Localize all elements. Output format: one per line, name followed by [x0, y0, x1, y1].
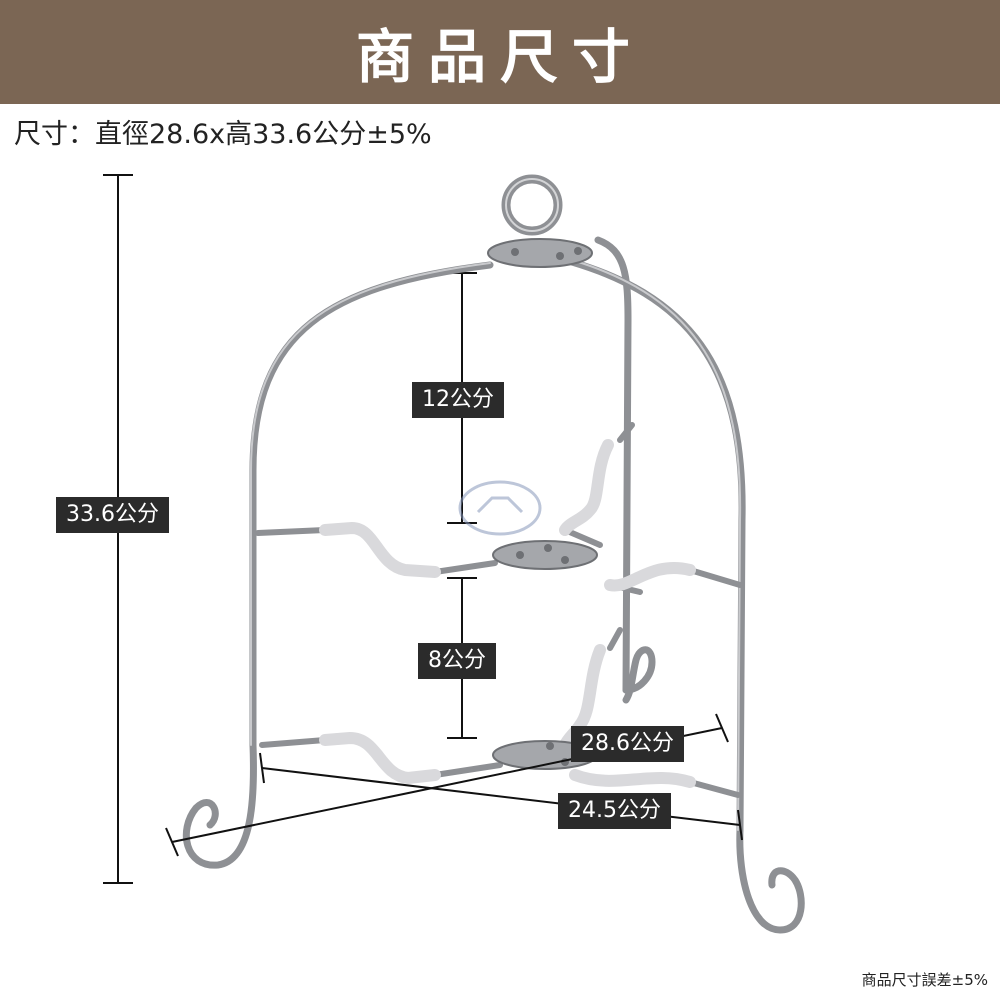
page-banner: 商品尺寸 [0, 0, 1000, 104]
watermark-logo [458, 480, 542, 536]
hanging-ring [501, 174, 563, 236]
diameter-label: 28.6公分 [571, 726, 684, 762]
banner-title: 商品尺寸 [355, 23, 644, 91]
footer-note: 商品尺寸誤差±5% [861, 971, 988, 989]
upper-gap-label: 12公分 [412, 382, 504, 418]
top-hub-plate [487, 238, 593, 268]
stand-frame [182, 236, 805, 934]
upper-tier-arms [255, 422, 743, 595]
lower-gap-label: 8公分 [418, 643, 496, 679]
width-label: 24.5公分 [558, 793, 671, 829]
middle-hub-plate [492, 540, 598, 570]
lower-tier-arms [259, 627, 741, 798]
spec-text: 尺寸：直徑28.6x高33.6公分±5% [14, 119, 432, 150]
total-height-label: 33.6公分 [56, 497, 169, 533]
